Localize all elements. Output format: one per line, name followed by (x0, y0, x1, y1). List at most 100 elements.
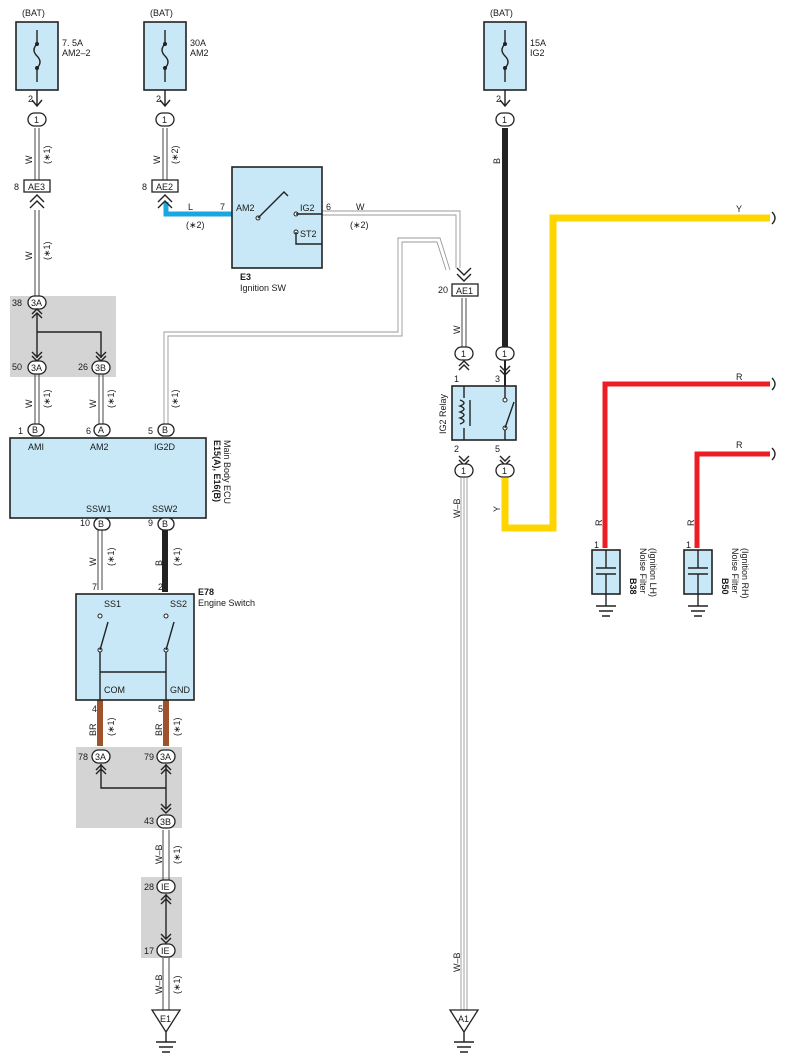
fuse-source-label: (BAT) (150, 8, 173, 18)
wire-labels-wb-mid: W–B (∗1) (154, 844, 182, 864)
main-body-ecu: 1 B AMI 6 A AM2 5 B IG2D SSW1 SSW2 10 B … (9, 423, 207, 531)
wire-l-blue (163, 202, 232, 217)
svg-text:(∗1): (∗1) (42, 145, 52, 164)
connector-pin1-col2: 1 (155, 112, 175, 127)
ig2-relay (451, 385, 517, 441)
splice-connector-43: 43 3B (144, 803, 176, 829)
relay-bottom-connectors: 2 5 1 1 (454, 444, 515, 478)
svg-text:AE3: AE3 (28, 182, 45, 192)
svg-text:Noise Filter: Noise Filter (730, 548, 740, 594)
svg-text:SS1: SS1 (104, 599, 121, 609)
relay-connectors: 1 1 1 3 (454, 346, 515, 384)
svg-text:1: 1 (502, 466, 507, 476)
svg-text:10: 10 (80, 518, 90, 528)
svg-text:W: W (88, 399, 98, 408)
svg-text:3: 3 (495, 374, 500, 384)
fuse-pin: 2 (28, 94, 33, 104)
wire-end-r1 (771, 377, 776, 391)
splice-connector-26: 26 3B (78, 351, 111, 375)
wire-labels-wb-low: W–B (∗1) (154, 974, 182, 994)
ignition-switch-e3: 7 AM2 IG2 ST2 6 E3 Ignition SW (220, 166, 331, 293)
wire-w-ae1-to-ecu-ig2d (163, 237, 451, 424)
connector-pin1-col1: 1 (27, 112, 47, 127)
svg-text:1: 1 (594, 540, 599, 550)
component-name: Ignition SW (240, 283, 287, 293)
svg-text:B: B (98, 519, 104, 529)
fuse-name: IG2 (530, 48, 545, 58)
wire-label-r: R (736, 372, 743, 382)
fuse-name: AM2 (190, 48, 209, 58)
noise-filter-b38-label: B38 Noise Filter (Ignition LH) (628, 548, 658, 597)
wire-w-ig2-to-ae1 (322, 210, 461, 268)
fuse-ig2: (BAT) 15A IG2 2 (483, 8, 546, 104)
svg-text:IG2: IG2 (300, 203, 315, 213)
svg-text:3B: 3B (160, 817, 171, 827)
component-name: Engine Switch (198, 598, 255, 608)
wire-y-yellow (501, 214, 770, 532)
svg-text:A: A (98, 425, 104, 435)
splice-connector-38: 38 3A (12, 295, 47, 319)
wire-r-red-lh (602, 381, 770, 548)
svg-text:W: W (88, 557, 98, 566)
svg-text:AE2: AE2 (156, 182, 173, 192)
wire-end-y (771, 211, 776, 225)
splice-connector-28: 28 IE (144, 879, 176, 905)
svg-text:(∗1): (∗1) (42, 389, 52, 408)
connector-ae3: 8 AE3 (14, 179, 51, 209)
ground-a1: A1 (448, 1009, 480, 1053)
svg-text:78: 78 (78, 752, 88, 762)
svg-text:6: 6 (86, 426, 91, 436)
svg-text:9: 9 (148, 518, 153, 528)
svg-text:3A: 3A (31, 363, 42, 373)
svg-text:SSW2: SSW2 (152, 504, 178, 514)
wire-labels-mid: W (∗1) W (∗1) (∗1) (24, 389, 180, 408)
wire-w-ae1-to-relay (461, 298, 467, 350)
svg-text:W: W (24, 399, 34, 408)
svg-text:1: 1 (461, 466, 466, 476)
svg-text:20: 20 (438, 285, 448, 295)
svg-text:AE1: AE1 (456, 286, 473, 296)
wire-label: W–B (452, 952, 462, 972)
svg-text:1: 1 (502, 115, 507, 125)
fuse-am2: (BAT) 30A AM2 2 (143, 8, 209, 104)
svg-text:E1: E1 (160, 1014, 171, 1024)
svg-text:1: 1 (502, 349, 507, 359)
svg-text:1: 1 (34, 115, 39, 125)
svg-text:2: 2 (454, 444, 459, 454)
svg-text:GND: GND (170, 685, 191, 695)
wire-label: W (452, 325, 462, 334)
wire-label: W–B (452, 498, 462, 518)
wire-labels-br: BR (∗1) BR (∗1) (88, 717, 182, 736)
svg-text:B: B (492, 158, 502, 164)
wire-label-note: (∗2) (350, 220, 369, 230)
svg-text:1: 1 (18, 426, 23, 436)
svg-text:Main Body ECU: Main Body ECU (222, 440, 232, 504)
svg-text:5: 5 (148, 426, 153, 436)
wire-label-y: Y (736, 204, 742, 214)
svg-text:B: B (154, 560, 164, 566)
connector-ae2: 8 AE2 (142, 179, 179, 209)
svg-text:1: 1 (454, 374, 459, 384)
svg-text:Noise Filter: Noise Filter (638, 548, 648, 594)
svg-text:26: 26 (78, 362, 88, 372)
svg-text:1: 1 (162, 115, 167, 125)
fuse-rating: 15A (530, 38, 546, 48)
svg-text:79: 79 (144, 752, 154, 762)
svg-text:3A: 3A (95, 752, 106, 762)
splice-connector-50: 50 3A (12, 351, 47, 375)
svg-text:COM: COM (104, 685, 125, 695)
wire-wb-to-e1 (162, 830, 170, 1010)
svg-text:(∗1): (∗1) (170, 389, 180, 408)
svg-text:W: W (152, 155, 162, 164)
wire-w-to-ecu-am2 (98, 374, 104, 424)
svg-text:8: 8 (14, 182, 19, 192)
wire-w-am2-to-ae2 (162, 128, 168, 180)
svg-text:(∗1): (∗1) (106, 717, 116, 736)
wire-label: R (594, 519, 604, 526)
svg-text:W: W (24, 155, 34, 164)
svg-text:IG2D: IG2D (154, 442, 176, 452)
svg-text:SS2: SS2 (170, 599, 187, 609)
component-code: E3 (240, 272, 251, 282)
wire-label: R (686, 519, 696, 526)
